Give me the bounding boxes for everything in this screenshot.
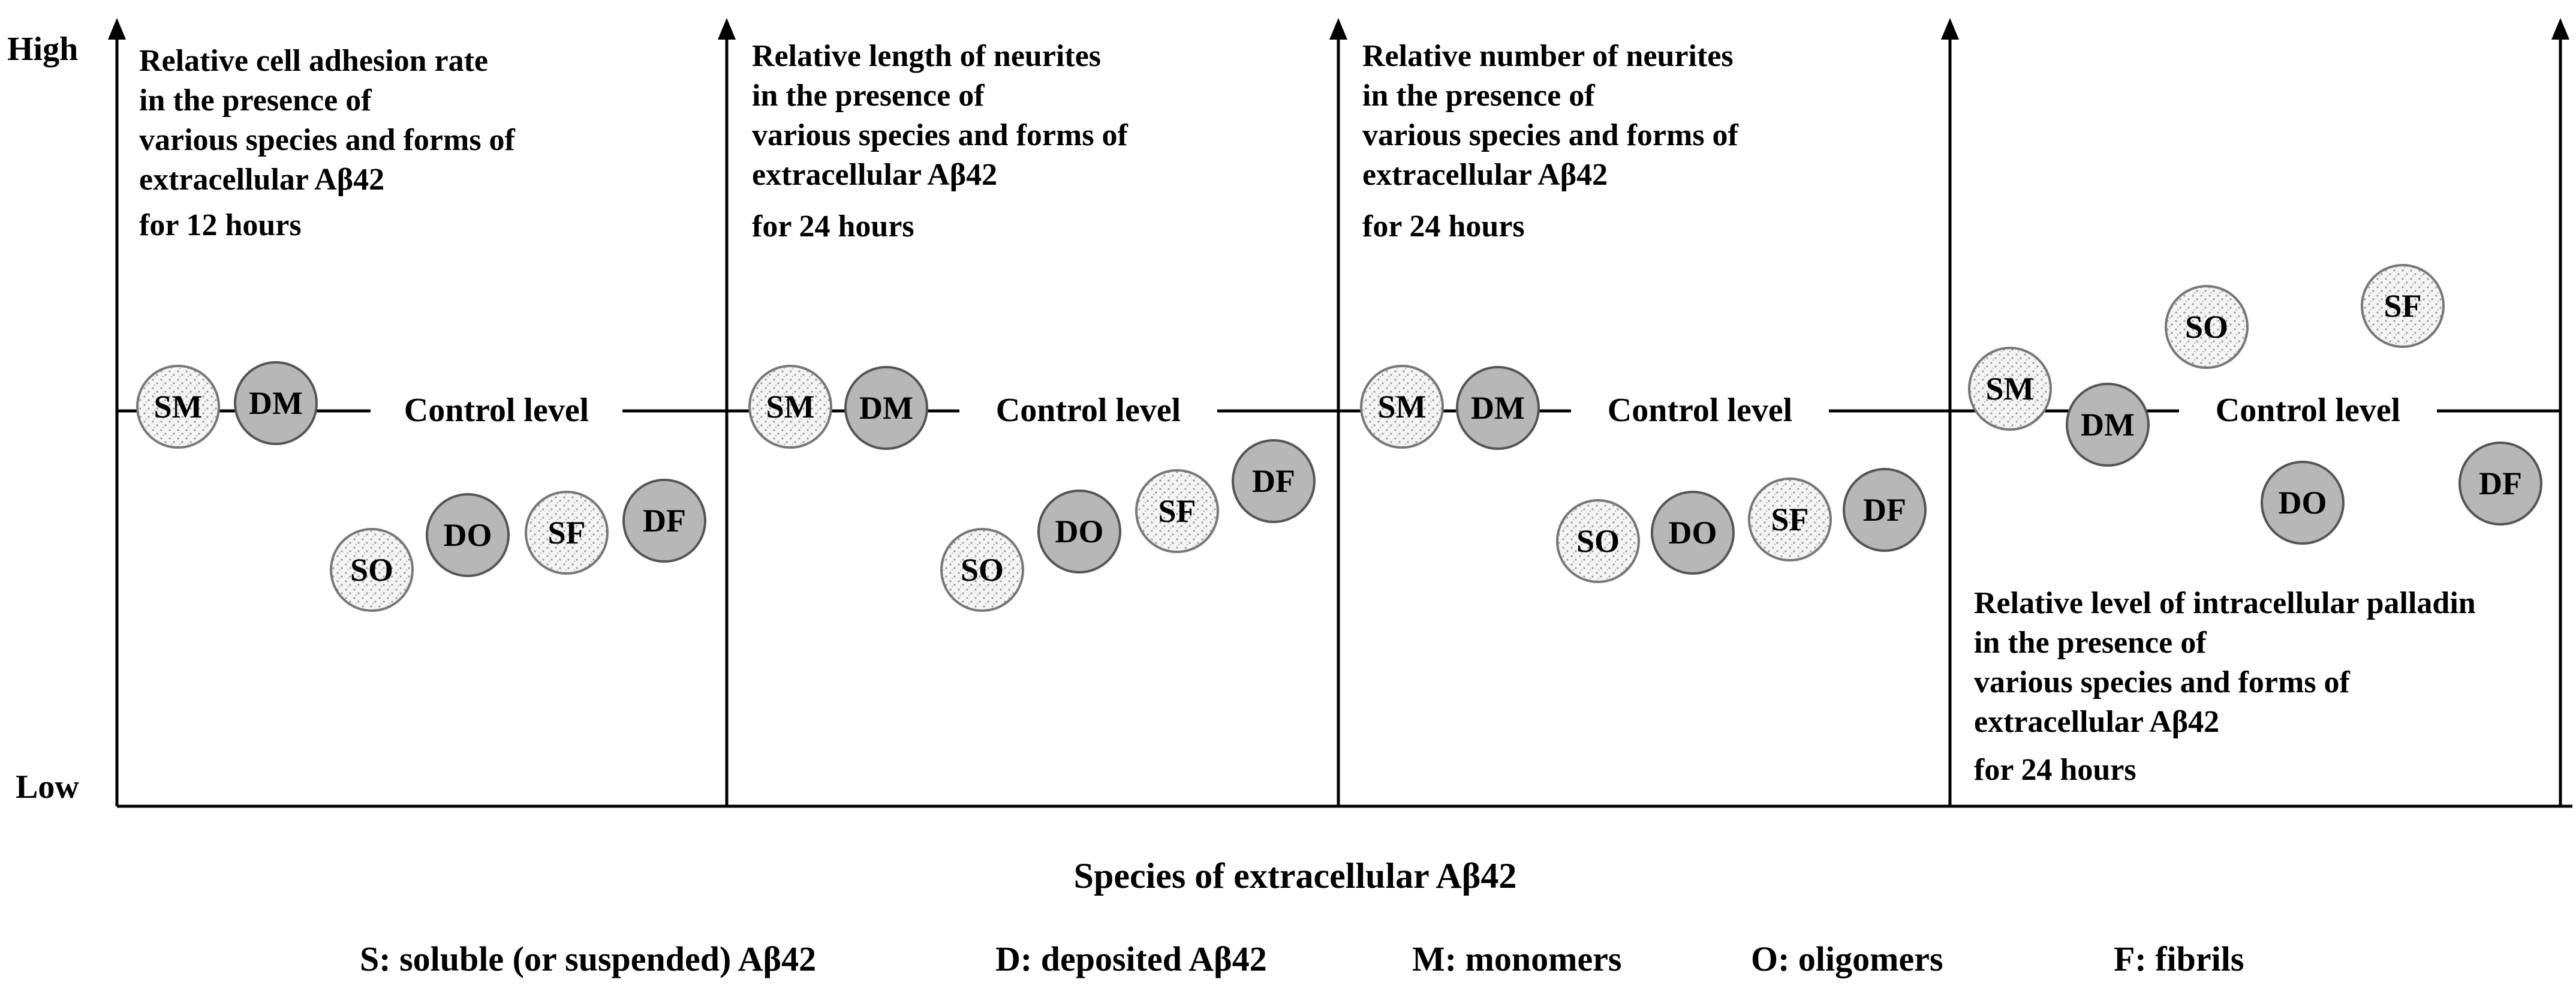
panel-1-marker-so-label: SO	[350, 552, 393, 588]
panel-3-marker-df-label: DF	[1863, 492, 1906, 528]
panel-2-marker-so: SO	[940, 528, 1024, 612]
panel-1-marker-sm-label: SM	[154, 389, 203, 425]
panel-1-marker-do: DO	[426, 493, 510, 577]
panel-2-marker-so-label: SO	[961, 552, 1004, 588]
panel-4-marker-do-label: DO	[2279, 485, 2327, 521]
panel-3-title-line: various species and forms of	[1362, 118, 1739, 152]
panel-3-marker-dm: DM	[1456, 366, 1540, 450]
panel-1-marker-sm: SM	[136, 365, 220, 449]
panel-1-marker-df: DF	[622, 479, 706, 563]
panel-3-marker-sf-label: SF	[1771, 501, 1808, 537]
y-axis-low-label: Low	[16, 768, 79, 806]
legend-item-oligomers: O: oligomers	[1751, 939, 1943, 978]
panel-cell-adhesion: Relative cell adhesion rate in the prese…	[108, 18, 727, 806]
panel-2-marker-do: DO	[1037, 490, 1121, 573]
panel-3-marker-do-label: DO	[1669, 515, 1717, 551]
panel-3-axis-arrowhead	[1329, 18, 1347, 40]
panel-2-marker-df-label: DF	[1252, 463, 1295, 499]
panel-1-marker-so: SO	[330, 528, 414, 612]
panel-1-title-line: various species and forms of	[139, 123, 516, 157]
panel-1-marker-dm: DM	[234, 361, 318, 445]
panel-3-title-line: extracellular Aβ42	[1362, 158, 1608, 192]
legend: S: soluble (or suspended) Aβ42 D: deposi…	[360, 939, 2244, 978]
legend-item-fibrils: F: fibrils	[2114, 939, 2244, 978]
panel-1-axis-arrowhead	[108, 18, 126, 40]
panel-4-marker-sf-label: SF	[2384, 288, 2421, 324]
legend-item-monomers: M: monomers	[1412, 939, 1622, 978]
panel-4-marker-df: DF	[2458, 442, 2542, 525]
panel-4-title-line: extracellular Aβ42	[1974, 705, 2219, 739]
panel-1-marker-sf: SF	[525, 491, 609, 575]
panel-4-title-line: Relative level of intracellular palladin	[1974, 586, 2476, 620]
panel-3-marker-sf: SF	[1748, 478, 1832, 561]
panel-4-control-label: Control level	[2216, 392, 2400, 429]
panel-2-marker-sm: SM	[748, 365, 832, 449]
panel-3-title-line: Relative number of neurites	[1362, 39, 1734, 73]
panel-2-title-line: Relative length of neurites	[752, 39, 1101, 73]
panel-1-marker-do-label: DO	[444, 517, 492, 553]
panel-2-marker-do-label: DO	[1055, 513, 1104, 549]
y-axis-high-label: High	[7, 31, 78, 68]
legend-item-soluble: S: soluble (or suspended) Aβ42	[360, 939, 816, 978]
panel-4-marker-df-label: DF	[2479, 466, 2522, 501]
panel-2-title-line: for 24 hours	[752, 209, 914, 244]
panel-3-marker-do: DO	[1651, 491, 1735, 575]
panel-3-marker-sm: SM	[1360, 365, 1444, 449]
panel-1-title-line: for 12 hours	[139, 208, 302, 242]
panel-2-marker-sf: SF	[1135, 469, 1219, 553]
panel-3-title-line: in the presence of	[1362, 79, 1595, 113]
panel-neurite-number: Relative number of neurites in the prese…	[1329, 18, 1950, 806]
x-axis-label: Species of extracellular Aβ42	[1074, 856, 1517, 896]
panel-4-marker-dm-label: DM	[2081, 407, 2135, 443]
panel-neurite-length: Relative length of neurites in the prese…	[718, 18, 1338, 806]
panel-2-marker-dm-label: DM	[859, 390, 913, 426]
panel-1-title-line: in the presence of	[139, 83, 372, 118]
panel-3-marker-df: DF	[1843, 468, 1927, 552]
panel-2-control-label: Control level	[996, 392, 1181, 429]
panel-3-marker-so: SO	[1556, 499, 1640, 583]
panel-4-title-line: various species and forms of	[1974, 665, 2351, 699]
panel-4-marker-sf: SF	[2361, 264, 2445, 348]
panel-2-marker-sm-label: SM	[766, 389, 815, 425]
panel-4-marker-sm-label: SM	[1986, 371, 2035, 407]
panel-2-axis-arrowhead	[718, 18, 736, 40]
panel-1-title-line: extracellular Aβ42	[139, 163, 384, 197]
panel-4-marker-dm: DM	[2066, 383, 2150, 467]
panel-intracellular-palladin: Control level SM DM SO DO SF DF Relative…	[1941, 18, 2569, 806]
panel-3-control-label: Control level	[1608, 392, 1792, 429]
panel-1-title-line: Relative cell adhesion rate	[139, 44, 488, 78]
panel-3-marker-so-label: SO	[1576, 523, 1620, 559]
panel-4-title-line: in the presence of	[1974, 626, 2207, 660]
panel-4-axis-arrowhead	[1941, 18, 1959, 40]
legend-item-deposited: D: deposited Aβ42	[995, 939, 1267, 978]
panel-2-marker-dm: DM	[844, 366, 928, 450]
panel-4-marker-so: SO	[2165, 285, 2249, 369]
panel-2-title-line: in the presence of	[752, 79, 985, 113]
panel-4-marker-so-label: SO	[2185, 309, 2228, 345]
panel-2-marker-df: DF	[1232, 439, 1316, 523]
panel-4-marker-sm: SM	[1968, 347, 2052, 431]
panel-2-marker-sf-label: SF	[1158, 493, 1196, 529]
panel-3-marker-dm-label: DM	[1471, 390, 1525, 426]
panel-1-control-label: Control level	[404, 392, 589, 429]
panel-2-title-line: various species and forms of	[752, 118, 1128, 152]
panel-1-marker-dm-label: DM	[249, 385, 303, 421]
panel-1-title: Relative cell adhesion rate in the prese…	[139, 44, 523, 242]
panel-3-marker-sm-label: SM	[1378, 389, 1427, 425]
panel-1-marker-df-label: DF	[643, 503, 686, 539]
panel-2-title-line: extracellular Aβ42	[752, 158, 997, 192]
panel-4-title: Relative level of intracellular palladin…	[1974, 586, 2484, 787]
panel-1-marker-sf-label: SF	[547, 515, 585, 551]
panel-4-title-line: for 24 hours	[1974, 753, 2136, 787]
panel-2-title: Relative length of neurites in the prese…	[752, 39, 1136, 244]
panel-4-right-axis-arrowhead	[2551, 18, 2569, 40]
panel-3-title: Relative number of neurites in the prese…	[1362, 39, 1746, 244]
panel-3-title-line: for 24 hours	[1362, 209, 1525, 244]
panel-4-marker-do: DO	[2261, 461, 2345, 545]
